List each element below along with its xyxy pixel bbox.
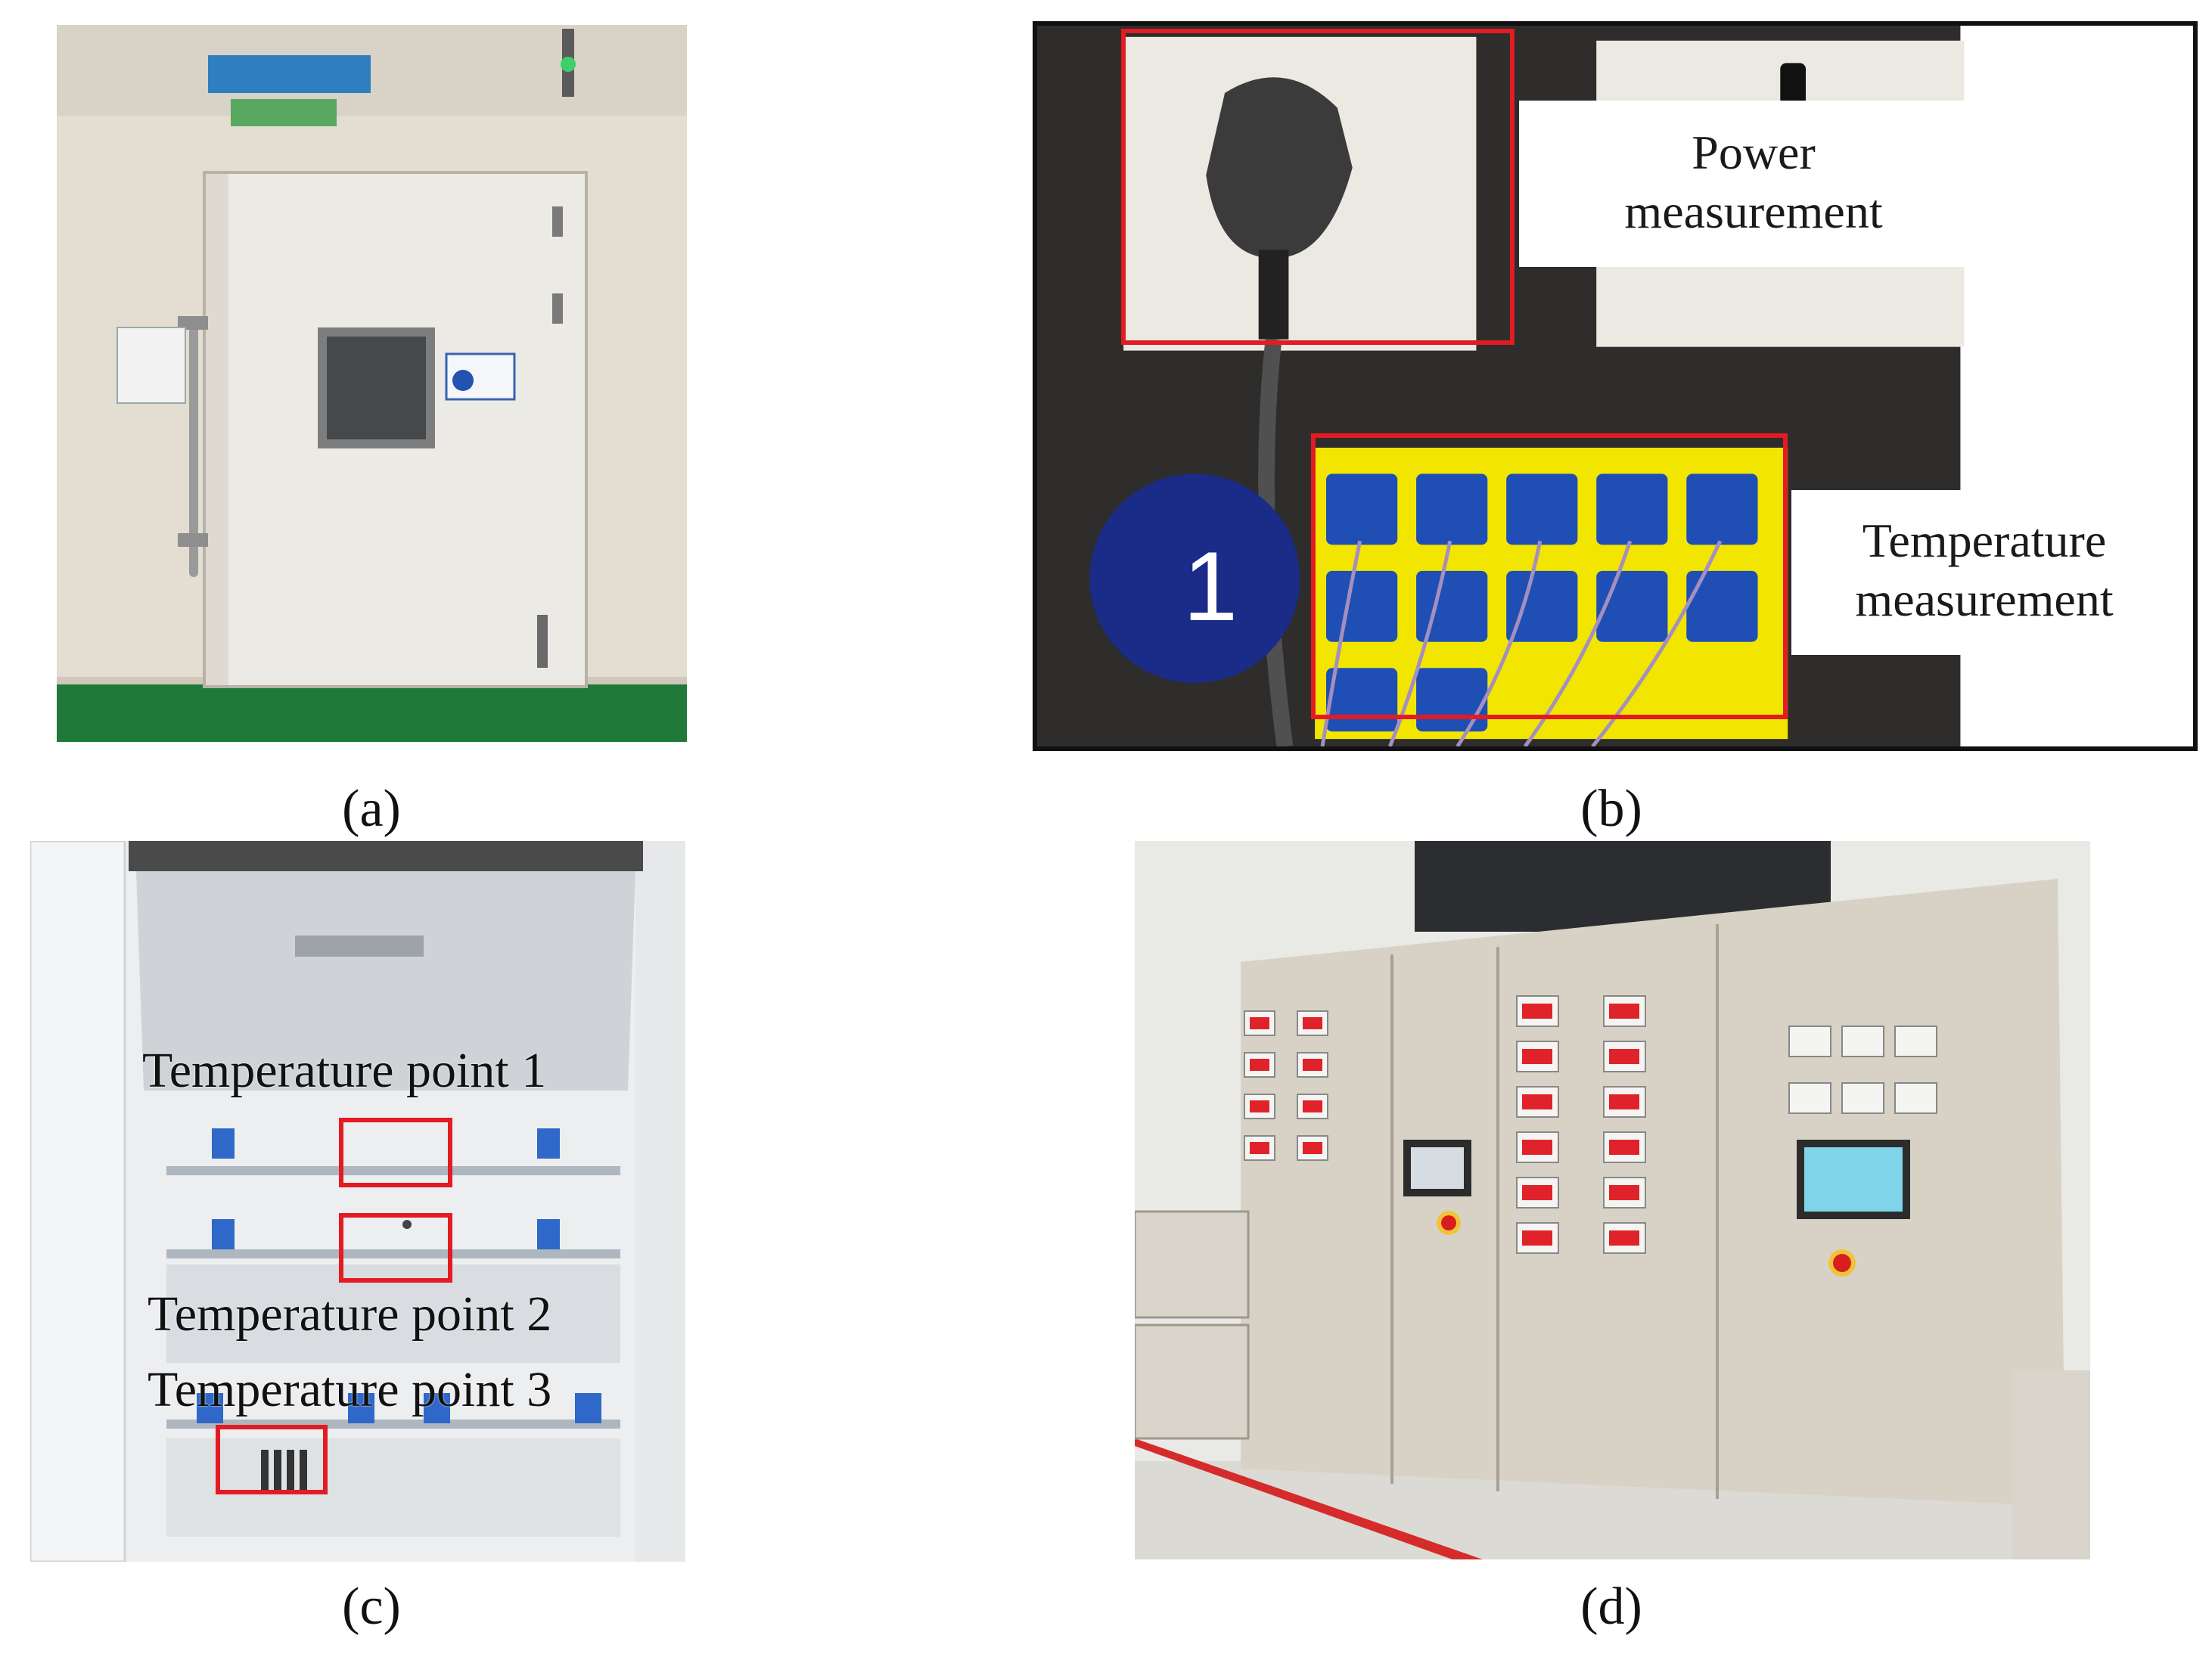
- temperature-point-3-box: [216, 1425, 328, 1494]
- temperature-label-line2: measurement: [1855, 573, 2114, 626]
- caption-b: (b): [1580, 780, 1642, 838]
- power-measurement-highlight-box: [1121, 29, 1515, 345]
- power-label-line1: Power: [1692, 126, 1816, 179]
- caption-c: (c): [342, 1578, 401, 1636]
- channel-badge-number: 1: [1182, 531, 1238, 641]
- temperature-point-2-box: [339, 1213, 452, 1283]
- temperature-point-3-label: Temperature point 3: [148, 1362, 552, 1417]
- temperature-measurement-highlight-box: [1311, 433, 1788, 719]
- temperature-measurement-label: Temperature measurement: [1791, 490, 2177, 655]
- caption-a: (a): [342, 780, 401, 838]
- refrigerator-illustration: [30, 841, 685, 1562]
- caption-d: (d): [1580, 1578, 1642, 1636]
- temperature-point-1-box: [339, 1118, 452, 1187]
- temperature-label-line1: Temperature: [1862, 514, 2107, 567]
- panel-d-control-cabinet-photo: [1135, 841, 2090, 1559]
- chamber-door-illustration: [57, 25, 687, 742]
- temperature-point-2-label: Temperature point 2: [148, 1286, 552, 1342]
- panel-a-chamber-door-photo: [57, 25, 687, 742]
- control-cabinet-illustration: [1135, 841, 2090, 1559]
- temperature-point-1-label: Temperature point 1: [142, 1043, 547, 1098]
- power-label-line2: measurement: [1624, 185, 1883, 238]
- panel-c-refrigerator-photo: [30, 841, 685, 1562]
- power-measurement-label: Power measurement: [1519, 101, 1988, 267]
